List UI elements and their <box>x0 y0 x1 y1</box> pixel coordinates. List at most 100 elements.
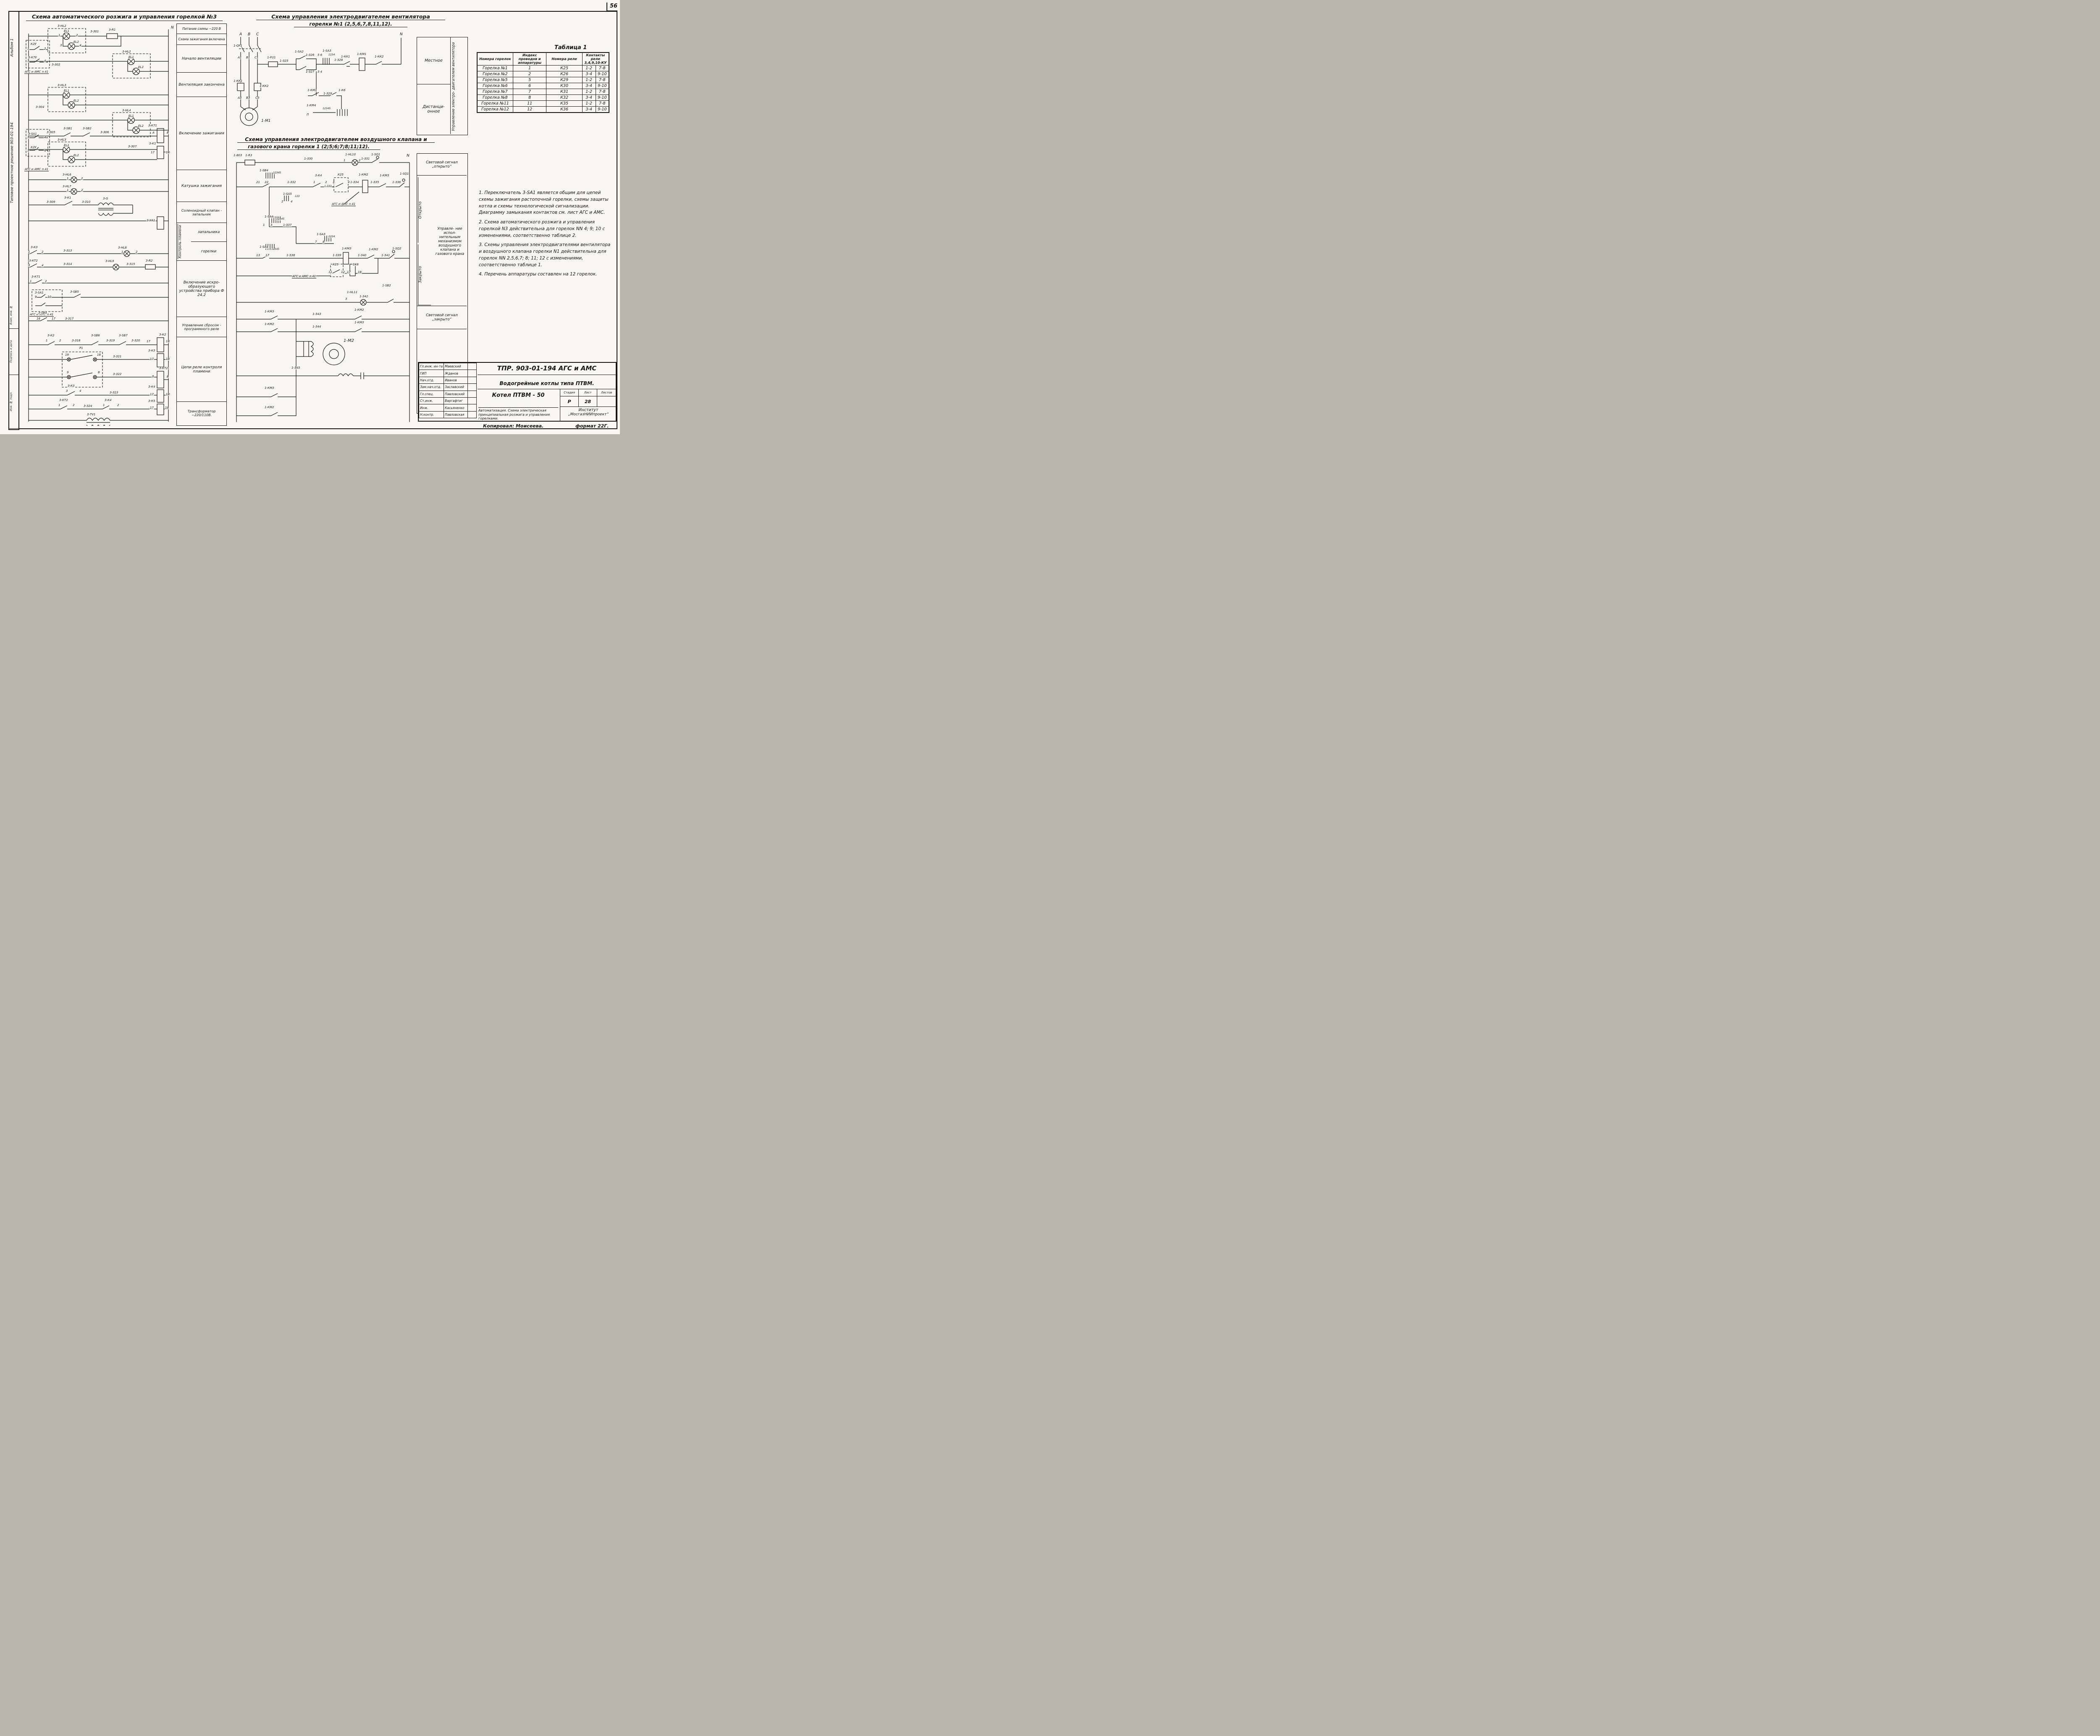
margin-strip: Альбом 1 Типовое проектное решение 903-0… <box>8 11 19 430</box>
table-cell: 12 <box>512 106 547 113</box>
schematic-label: 3-317 <box>65 317 74 320</box>
schematic-label: С3 <box>255 96 260 100</box>
schematic-label: 3-SB1 <box>63 127 73 130</box>
schematic-label: 2 <box>45 280 47 283</box>
flame-control-burner: горелки <box>201 249 217 254</box>
schematic-label: 3-319 <box>106 339 116 342</box>
schematic-label: К25 <box>337 173 344 176</box>
schematic-label: Р1 <box>79 346 84 350</box>
schematic-label: 1-325 <box>279 59 289 63</box>
table-cell: Горелка №8 <box>477 94 513 101</box>
schematic-label: С1 <box>254 56 259 59</box>
schematic-label: 17 <box>346 270 351 274</box>
schematic-label: 1 <box>66 189 69 192</box>
schematic-label: 1 <box>27 47 30 50</box>
schematic-label: 17 <box>150 151 155 154</box>
schematic-label: 18 <box>165 393 170 396</box>
table-cell: Горелка №11 <box>477 100 513 107</box>
table-cell: 7 <box>512 89 547 95</box>
schematic-label: 1-328 <box>334 58 344 62</box>
schematic-label: 3-G <box>102 197 109 200</box>
table-row: Ст.инж.Варгафтиг <box>418 397 477 405</box>
schematic-label: 1-НL10 <box>345 153 357 156</box>
schematic-label: АГС и АМС л.41 <box>24 70 49 74</box>
table1-h-contacts: Контакты реле 3,4,9,10-КУ <box>582 52 609 66</box>
schematic-label: 3-320 <box>131 339 141 342</box>
note-item: 2. Схема автоматического розжига и управ… <box>479 220 605 238</box>
func-flame-relay: Цепи реле контроля пламени <box>177 337 226 402</box>
sheets-header: Листов <box>597 389 616 396</box>
vent-local-cell: Местное <box>417 37 451 84</box>
schematic-label: 3-SA1 <box>34 291 44 294</box>
schematic-label: 1-338 <box>286 254 296 257</box>
schematic-label: В <box>166 375 169 378</box>
schematic-label: 1-К6 <box>338 89 346 92</box>
schematic-label: 1-КК1 <box>233 79 243 83</box>
table1-h-relay: Номера реле <box>546 52 583 66</box>
schematic-label: 3-HL7 <box>62 185 72 188</box>
table-cell: 6 <box>512 83 547 89</box>
table-cell: Нач.отд. <box>418 376 444 384</box>
table-cell: Горелка №6 <box>477 83 513 89</box>
schematic-label: 4 <box>44 136 47 139</box>
notes: 1. Переключатель 3-SA1 является общим дл… <box>479 190 614 281</box>
schematic-label: 1 <box>28 250 31 254</box>
schematic-label: 3-К2 <box>47 334 55 337</box>
table-cell: Ст.инж. <box>418 397 444 405</box>
func-flame-control: Контроль пламени запальника горелки <box>177 223 226 261</box>
schematic-label: EL1 <box>128 114 134 118</box>
stage-value: Р <box>560 396 579 406</box>
org-cell: Институт „МосгазНИИпроект“ <box>560 406 617 421</box>
schematic-label: N <box>406 154 410 158</box>
table-cell: 9-10 <box>595 106 609 113</box>
schematic-label: В1 <box>246 56 251 59</box>
schematic-label: EL2 <box>73 40 79 44</box>
schematic-label: 2 <box>59 339 62 342</box>
table-cell: 9-10 <box>595 94 609 101</box>
table-cell: 2 <box>512 71 547 77</box>
schematic-label: 3-SB7 <box>118 334 128 337</box>
schematic-label: 5 6 <box>317 53 323 57</box>
schematic-label: 1-КК1 <box>341 55 351 58</box>
schematic-label: 12345 <box>271 248 280 251</box>
schematic-label: 1-КК2 <box>259 84 269 88</box>
schematic-label: 1-340 <box>357 254 367 257</box>
schematic-label: 3-318 <box>71 339 81 342</box>
note-item: 1. Переключатель 3-SA1 является общим дл… <box>479 190 609 215</box>
table1-h-burners: Номера горелок <box>477 52 513 66</box>
schematic-label: 3-HL4 <box>122 109 131 112</box>
vent-mode-box: Местное Дистанци- онное Управление элект… <box>417 37 468 135</box>
table-cell: К29 <box>546 77 583 83</box>
schematic-label: 1-КМ2 <box>354 308 365 312</box>
schematic-label: 1-SQ1 <box>371 153 381 156</box>
schematic-label: EL2 <box>73 99 79 102</box>
table-cell: Горелка №5 <box>477 77 513 83</box>
stamp-podpis: Подпись и дата <box>9 328 18 375</box>
schematic-label: 3-301 <box>90 30 100 33</box>
schematic-label: 1 <box>102 404 105 407</box>
table-cell: Н.контр. <box>418 411 444 419</box>
schematic-label: 3-322 <box>113 372 122 376</box>
schematic-label: 1234 <box>328 53 336 56</box>
schematic-label: 3-SB2 <box>82 127 92 130</box>
table-cell: 7-8 <box>595 89 609 95</box>
schematic-label: 3-306 <box>100 131 110 134</box>
table-cell: 1-2 <box>582 89 596 95</box>
schematic-label: 1-КМ3 <box>264 310 275 313</box>
schematic-label: 3-К4 <box>315 174 323 177</box>
schematic-label: 1-КМ2 <box>264 406 275 409</box>
schematic-label: 3-К7У <box>28 56 37 59</box>
schematic-label: 18 <box>357 270 362 274</box>
schematic-label: 3-SA1 <box>28 132 37 136</box>
schematic-label: 1-330 <box>304 157 313 160</box>
table-cell: Гл.инж. ин-та <box>418 362 444 370</box>
stamp-vzam: Взам. инв. № <box>9 302 18 329</box>
func-vent-done: Вентиляция закончена <box>177 73 226 97</box>
